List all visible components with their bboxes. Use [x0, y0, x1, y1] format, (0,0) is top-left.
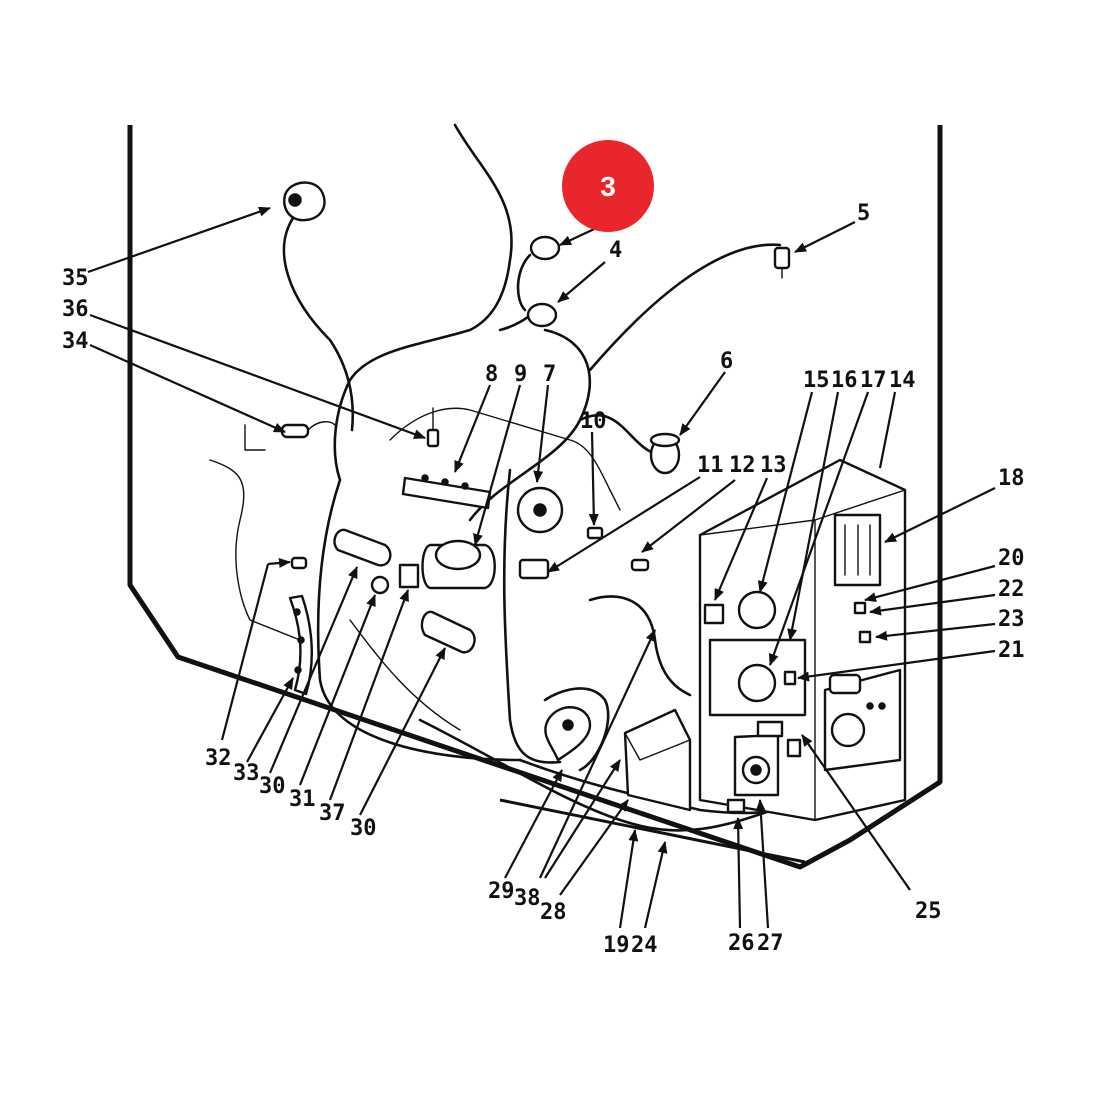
callout-6: 6	[720, 349, 733, 374]
callout-26: 26	[728, 931, 755, 956]
callout-24: 24	[631, 933, 658, 958]
sensor-part	[244, 421, 336, 451]
solenoid-lower-part	[420, 610, 476, 654]
step-badge-label: 3	[600, 171, 616, 202]
sender-part	[773, 246, 791, 279]
callout-32: 32	[205, 746, 232, 771]
connector-part	[586, 526, 604, 540]
callout-35: 35	[62, 266, 89, 291]
components	[244, 181, 907, 822]
block-part	[398, 563, 420, 589]
terminal-strip-part	[833, 513, 882, 587]
callout-18: 18	[998, 466, 1025, 491]
callout-5: 5	[857, 201, 870, 226]
callout-30b: 30	[350, 816, 377, 841]
battery-part	[623, 708, 692, 812]
callout-29: 29	[488, 879, 515, 904]
callout-31: 31	[289, 787, 316, 812]
meter-part	[733, 720, 784, 797]
callout-30a: 30	[259, 774, 286, 799]
callout-33: 33	[233, 761, 260, 786]
callout-11: 11	[697, 453, 724, 478]
callout-27: 27	[757, 931, 784, 956]
alternator-part	[516, 486, 564, 534]
switch-pair-part	[526, 235, 561, 328]
callout-16: 16	[831, 368, 858, 393]
callout-8: 8	[485, 362, 498, 387]
relay-part	[649, 432, 681, 475]
callout-10: 10	[580, 409, 607, 434]
step-badge-circle	[562, 140, 654, 232]
step-badge: 3	[562, 140, 654, 232]
callout-38: 38	[514, 886, 541, 911]
callout-14: 14	[889, 368, 916, 393]
plug-connector-part	[786, 738, 802, 758]
horn-part	[283, 181, 326, 222]
solenoid-upper-part	[333, 528, 392, 567]
knob-part	[370, 575, 390, 595]
callout-20: 20	[998, 546, 1025, 571]
callout-25: 25	[915, 899, 942, 924]
callout-9: 9	[514, 362, 527, 387]
callout-36: 36	[62, 297, 89, 322]
callout-7: 7	[543, 362, 556, 387]
instrument-panel-part	[823, 668, 902, 772]
terminal-part	[518, 558, 650, 580]
leader-lines	[87, 206, 996, 929]
flange-part	[544, 706, 592, 762]
callout-34: 34	[62, 329, 89, 354]
fittings-part	[783, 601, 872, 686]
callout-21: 21	[998, 638, 1025, 663]
bracket-part	[288, 556, 313, 696]
callout-19: 19	[603, 933, 630, 958]
vehicle-body-frame	[127, 125, 943, 870]
callout-17: 17	[860, 368, 887, 393]
callout-37: 37	[319, 801, 346, 826]
callout-23: 23	[998, 607, 1025, 632]
clip-part	[726, 798, 746, 814]
callout-15: 15	[803, 368, 830, 393]
callout-13: 13	[760, 453, 787, 478]
plug-part	[426, 407, 440, 448]
callout-labels: 35 36 34 4 5 6 8 9 7 10 11 12 13 15 16 1…	[62, 201, 1025, 958]
callout-12: 12	[729, 453, 756, 478]
manifold-part	[401, 474, 492, 510]
callout-28: 28	[540, 900, 567, 925]
starter-part	[421, 539, 496, 590]
callout-4: 4	[609, 238, 622, 263]
callout-22: 22	[998, 577, 1025, 602]
